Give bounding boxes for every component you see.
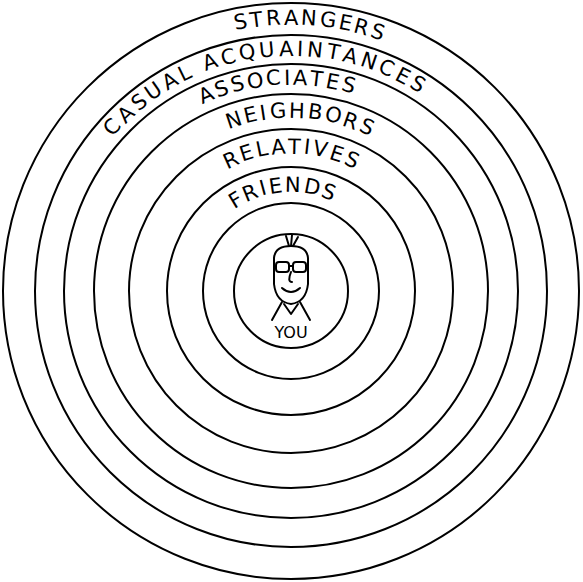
- label-letter: T: [325, 41, 341, 64]
- label-letter: N: [285, 174, 301, 195]
- ring-line: [64, 64, 518, 518]
- label-letter: S: [319, 180, 339, 204]
- person-face: [272, 235, 310, 320]
- you-label: YOU: [274, 324, 307, 342]
- label-letter: S: [356, 115, 377, 140]
- ring-circle: CASUAL ACQUAINTANCESASSOCIATESNEIGHBORSR…: [34, 34, 548, 548]
- label-letter: I: [259, 102, 268, 124]
- label-letter: S: [228, 73, 246, 97]
- label-letter: A: [284, 7, 298, 28]
- label-letter: A: [200, 50, 221, 75]
- ring-label: RELATIVES: [220, 136, 362, 171]
- label-letter: S: [232, 11, 249, 34]
- label-letter: E: [268, 175, 284, 198]
- label-letter: A: [341, 44, 360, 68]
- label-letter: G: [269, 100, 287, 122]
- label-letter: S: [368, 20, 387, 44]
- label-letter: T: [309, 68, 324, 90]
- ring-circle: RELATIVESFRIENDS YOU: [128, 128, 454, 454]
- ring-label: FRIENDS: [225, 174, 340, 211]
- label-letter: E: [242, 104, 260, 127]
- label-letter: I: [284, 67, 291, 88]
- ring-outline: [63, 63, 519, 519]
- ring-line: [3, 3, 579, 579]
- label-letter: A: [292, 67, 307, 89]
- label-letter: L: [254, 138, 270, 161]
- ring-circle: NEIGHBORSRELATIVESFRIENDS YOU: [93, 93, 489, 489]
- label-letter: N: [306, 39, 324, 61]
- label-letter: O: [245, 69, 265, 92]
- label-letter: C: [218, 45, 238, 69]
- ring-circle: FRIENDS YOU: [166, 166, 416, 416]
- label-letter: T: [288, 136, 301, 157]
- ring-circle: ASSOCIATESNEIGHBORSRELATIVESFRIENDSYOU: [63, 63, 519, 519]
- label-letter: T: [249, 9, 264, 31]
- label-letter: A: [270, 136, 286, 158]
- ring-label: STRANGERS: [230, 7, 389, 43]
- label-letter: N: [300, 8, 317, 30]
- label-letter: H: [288, 100, 304, 121]
- empty-ring: [203, 203, 379, 379]
- label-letter: I: [303, 137, 311, 159]
- label-letter: Q: [237, 41, 257, 65]
- label-letter: U: [258, 39, 275, 61]
- label-letter: E: [324, 70, 341, 93]
- label-letter: B: [306, 101, 323, 124]
- label-letter: A: [278, 38, 293, 59]
- ring-label: NEIGHBORS: [223, 100, 377, 138]
- label-letter: E: [337, 12, 354, 35]
- ring-outline: [166, 166, 416, 416]
- label-letter: R: [265, 8, 281, 30]
- label-letter: I: [297, 39, 304, 60]
- ring-line: [35, 35, 547, 547]
- label-letter: C: [265, 68, 281, 90]
- label-letter: D: [302, 175, 322, 199]
- ring-circle: YOU: [233, 233, 349, 349]
- ring-line: [167, 167, 415, 415]
- label-letter: G: [318, 9, 337, 32]
- label-letter: S: [339, 74, 358, 98]
- label-letter: N: [223, 108, 245, 133]
- ring-line: [234, 234, 348, 348]
- ring-line: [94, 94, 488, 488]
- label-letter: V: [311, 138, 329, 161]
- ring-line: [129, 129, 453, 453]
